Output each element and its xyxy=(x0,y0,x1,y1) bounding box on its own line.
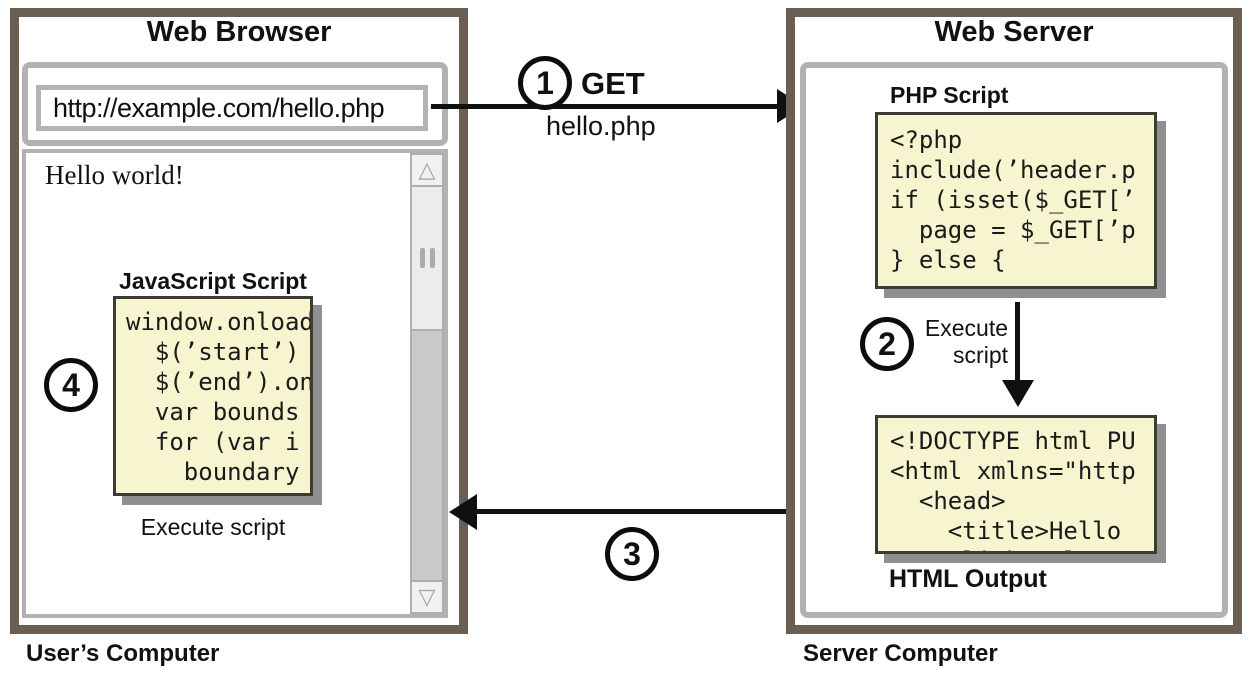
code-line: page = $_GET[’p xyxy=(890,216,1136,244)
code-line: <html xmlns="http xyxy=(890,457,1136,485)
html-output-label: HTML Output xyxy=(889,565,1047,593)
triangle-down-icon: ▽ xyxy=(418,584,436,609)
triangle-up-icon: △ xyxy=(418,157,436,182)
step-1-badge: 1 xyxy=(518,56,572,110)
code-line: $(’end’).on xyxy=(126,368,313,396)
step-2-badge: 2 xyxy=(860,317,914,371)
server-execute-label: Execute script xyxy=(898,315,1008,369)
step-number: 1 xyxy=(536,64,554,101)
php-script-label: PHP Script xyxy=(890,82,1009,108)
arrow-down-icon xyxy=(1002,380,1034,407)
thumb-grip-icon xyxy=(429,248,435,268)
browser-title: Web Browser xyxy=(146,16,332,48)
step-number: 3 xyxy=(623,535,641,572)
code-line: $(’start’) xyxy=(126,338,300,366)
step-4-badge: 4 xyxy=(44,358,98,412)
code-line: include(’header.p xyxy=(890,156,1136,184)
server-computer-label: Server Computer xyxy=(803,640,998,667)
scrollbar[interactable]: △ ▽ xyxy=(410,153,444,614)
code-line: if (isset($_GET[’ xyxy=(890,186,1136,214)
url-bar[interactable]: http://example.com/hello.php xyxy=(36,85,428,131)
code-line: for (var i xyxy=(126,428,300,456)
code-line: window.onload xyxy=(126,308,313,336)
users-computer-label: User’s Computer xyxy=(26,640,220,667)
server-execute-line: Execute xyxy=(924,315,1008,341)
step-number: 2 xyxy=(878,325,896,362)
code-line: <link rel="s xyxy=(890,546,1154,551)
javascript-script-label: JavaScript Script xyxy=(119,268,307,294)
scroll-up-button[interactable]: △ xyxy=(412,155,442,187)
code-line: } else { xyxy=(890,246,1006,274)
code-line: <head> xyxy=(890,487,1006,515)
thumb-grip-icon xyxy=(419,248,425,268)
request-file-label: hello.php xyxy=(546,111,656,141)
response-arrow xyxy=(470,509,876,514)
arrow-left-icon xyxy=(449,494,477,530)
get-label: GET xyxy=(581,66,645,101)
execute-script-label: Execute script xyxy=(140,514,286,540)
scrollbar-thumb[interactable] xyxy=(412,187,442,331)
step-number: 4 xyxy=(62,366,80,403)
code-line: var bounds xyxy=(126,398,300,426)
php-code-box: <?php include(’header.p if (isset($_GET[… xyxy=(875,112,1157,289)
code-line: boundary xyxy=(126,458,300,486)
server-execute-line: script xyxy=(953,342,1008,368)
html-output-code-box: <!DOCTYPE html PU <html xmlns="http <hea… xyxy=(875,415,1157,554)
execute-arrow xyxy=(1015,302,1020,382)
page-text: Hello world! xyxy=(45,160,184,190)
url-text: http://example.com/hello.php xyxy=(53,92,385,123)
code-line: <title>Hello xyxy=(890,517,1122,545)
step-3-badge: 3 xyxy=(605,527,659,581)
code-line: <!DOCTYPE html PU xyxy=(890,427,1136,455)
request-arrow xyxy=(431,104,778,109)
scroll-down-button[interactable]: ▽ xyxy=(412,580,442,612)
code-line: <?php xyxy=(890,126,963,154)
javascript-code-box: window.onload $(’start’) $(’end’).on var… xyxy=(113,296,313,496)
server-title: Web Server xyxy=(934,16,1094,48)
